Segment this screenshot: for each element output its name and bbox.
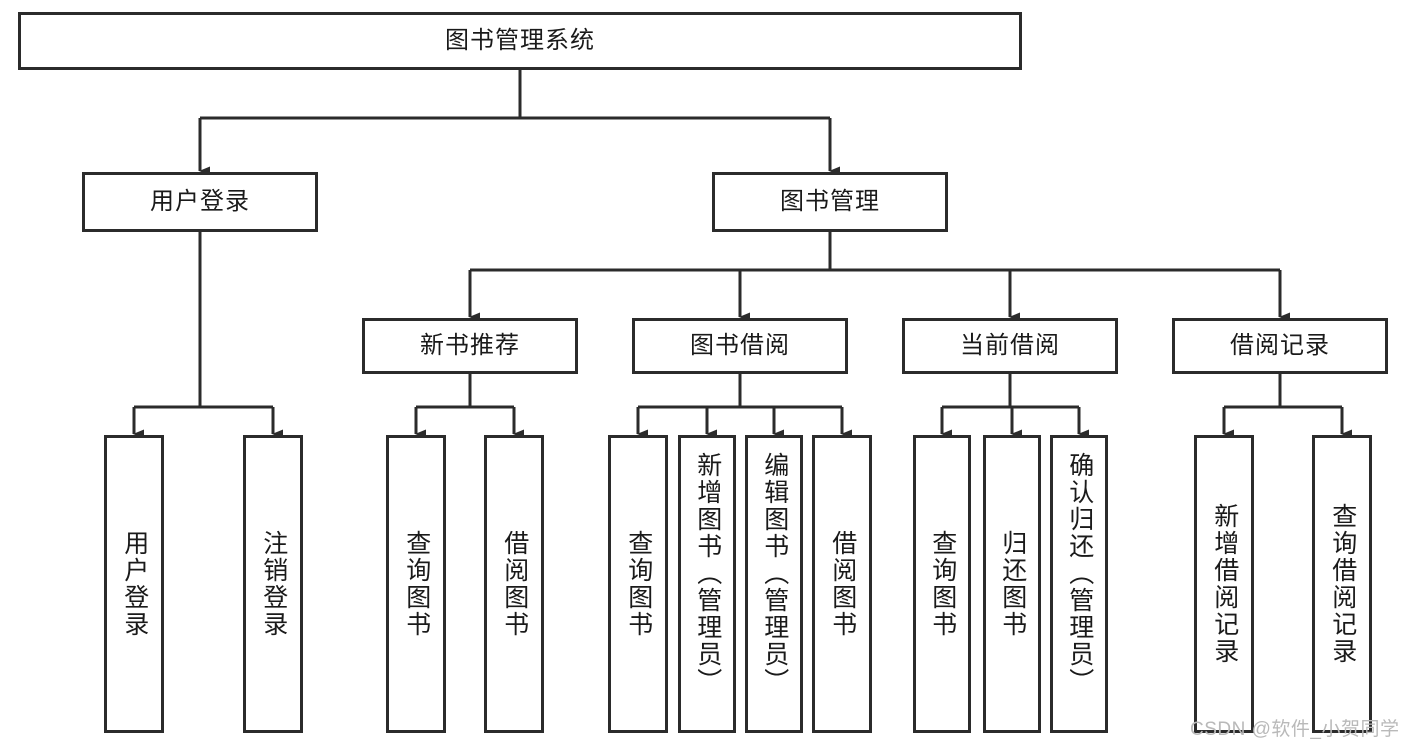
node-leaf-borrow-book-2[interactable]: 借阅图书 <box>812 435 872 733</box>
node-text-wrap: 编辑图书（管理员） <box>748 438 800 744</box>
node-label: 注销登录 <box>259 530 288 638</box>
node-label: 编辑图书（管理员） <box>760 452 789 695</box>
node-label: 新增图书（管理员） <box>693 452 722 695</box>
node-label: 借阅图书 <box>500 530 529 638</box>
node-leaf-query-record[interactable]: 查询借阅记录 <box>1312 435 1372 733</box>
node-label: 图书管理系统 <box>445 26 595 54</box>
node-label: 用户登录 <box>150 187 250 215</box>
node-text-wrap: 新增借阅记录 <box>1197 438 1251 730</box>
node-leaf-query-book-1[interactable]: 查询图书 <box>386 435 446 733</box>
node-newbook[interactable]: 新书推荐 <box>362 318 578 374</box>
node-leaf-borrow-book-1[interactable]: 借阅图书 <box>484 435 544 733</box>
node-text-wrap: 注销登录 <box>246 438 300 730</box>
node-login[interactable]: 用户登录 <box>82 172 318 232</box>
node-borrow[interactable]: 图书借阅 <box>632 318 848 374</box>
node-leaf-edit-book[interactable]: 编辑图书（管理员） <box>745 435 803 733</box>
node-text-wrap: 查询图书 <box>611 438 665 730</box>
node-text-wrap: 用户登录 <box>107 438 161 730</box>
node-label: 新书推荐 <box>420 331 520 359</box>
node-label: 确认归还（管理员） <box>1065 452 1094 695</box>
node-text-wrap: 查询借阅记录 <box>1315 438 1369 730</box>
node-text-wrap: 确认归还（管理员） <box>1053 438 1105 744</box>
node-leaf-add-record[interactable]: 新增借阅记录 <box>1194 435 1254 733</box>
node-text-wrap: 借阅图书 <box>487 438 541 730</box>
node-bookmgmt[interactable]: 图书管理 <box>712 172 948 232</box>
node-label: 用户登录 <box>120 530 149 638</box>
node-text-wrap: 归还图书 <box>986 438 1038 730</box>
node-text-wrap: 借阅图书 <box>815 438 869 730</box>
node-leaf-add-book[interactable]: 新增图书（管理员） <box>678 435 736 733</box>
node-label: 归还图书 <box>998 530 1027 638</box>
node-text-wrap: 新增图书（管理员） <box>681 438 733 744</box>
node-leaf-query-book-3[interactable]: 查询图书 <box>913 435 971 733</box>
node-label: 查询图书 <box>402 530 431 638</box>
node-records[interactable]: 借阅记录 <box>1172 318 1388 374</box>
node-label: 新增借阅记录 <box>1210 503 1239 665</box>
watermark-label: CSDN @软件_小贺同学 <box>1190 719 1400 740</box>
node-leaf-logout[interactable]: 注销登录 <box>243 435 303 733</box>
node-leaf-query-book-2[interactable]: 查询图书 <box>608 435 668 733</box>
node-label: 查询借阅记录 <box>1328 503 1357 665</box>
node-current[interactable]: 当前借阅 <box>902 318 1118 374</box>
node-label: 借阅记录 <box>1230 331 1330 359</box>
node-label: 当前借阅 <box>960 331 1060 359</box>
node-text-wrap: 查询图书 <box>389 438 443 730</box>
node-root[interactable]: 图书管理系统 <box>18 12 1022 70</box>
node-label: 查询图书 <box>624 530 653 638</box>
node-leaf-user-login[interactable]: 用户登录 <box>104 435 164 733</box>
node-leaf-confirm-return[interactable]: 确认归还（管理员） <box>1050 435 1108 733</box>
node-label: 查询图书 <box>928 530 957 638</box>
node-leaf-return-book[interactable]: 归还图书 <box>983 435 1041 733</box>
node-label: 图书管理 <box>780 187 880 215</box>
node-text-wrap: 查询图书 <box>916 438 968 730</box>
node-label: 借阅图书 <box>828 530 857 638</box>
node-label: 图书借阅 <box>690 331 790 359</box>
wire-group <box>132 70 1352 439</box>
